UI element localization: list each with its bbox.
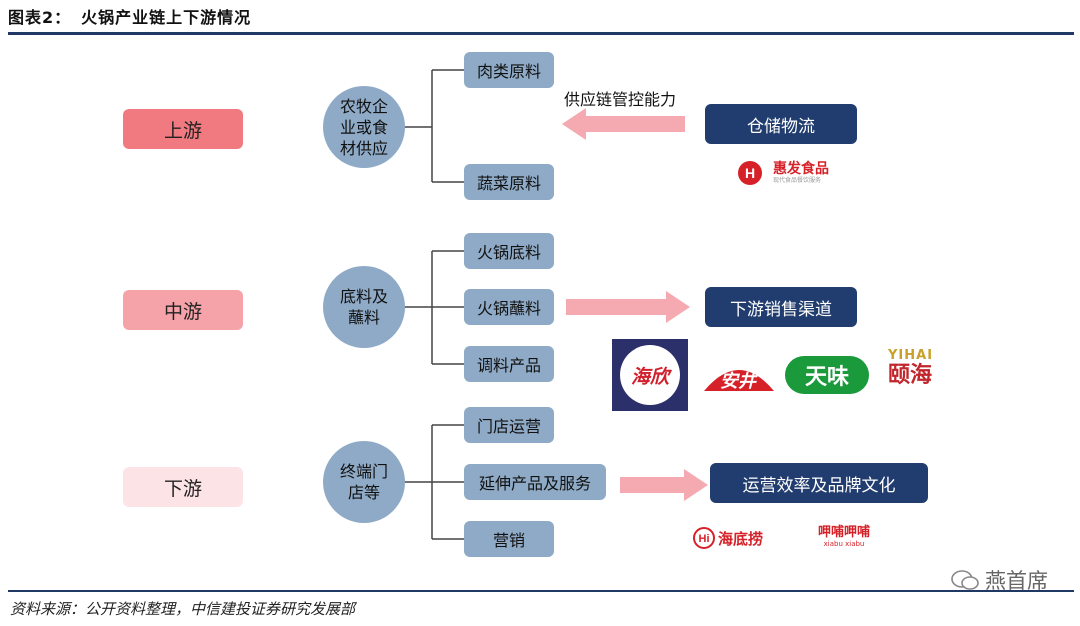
- node-meat: 肉类原料: [464, 52, 554, 88]
- figure-title: 图表2： 火锅产业链上下游情况: [8, 4, 251, 28]
- arrow-right-sales: [566, 291, 690, 323]
- node-seasoning: 调料产品: [464, 346, 554, 382]
- figure-number: 图表2：: [8, 8, 72, 27]
- node-vegetable: 蔬菜原料: [464, 164, 554, 200]
- haidilao-mark-icon: Hi: [693, 527, 715, 549]
- node-extended-services: 延伸产品及服务: [464, 464, 606, 500]
- logo-huifa: H 惠发食品 现代食品餐饮服务: [737, 160, 829, 186]
- box-ops-brand: 运营效率及品牌文化: [710, 463, 928, 503]
- stage-midstream: 中游: [123, 290, 243, 330]
- group-circle-agri-supply: 农牧企业或食材供应: [323, 86, 405, 168]
- logo-anjing: 安井: [702, 355, 776, 395]
- huifa-mark-icon: H: [738, 161, 762, 185]
- logo-xiabu: 呷哺呷哺 xiabu xiabu: [818, 525, 871, 549]
- supply-chain-label: 供应链管控能力: [564, 90, 677, 109]
- box-sales-channels: 下游销售渠道: [705, 287, 857, 327]
- node-marketing: 营销: [464, 521, 554, 557]
- logo-haidilao: Hi 海底捞: [693, 527, 763, 549]
- svg-text:Hi: Hi: [699, 533, 710, 545]
- wechat-icon: [951, 570, 979, 590]
- svg-text:H: H: [745, 165, 755, 181]
- node-hotpot-dip: 火锅蘸料: [464, 289, 554, 325]
- arrow-right-ops: [620, 469, 708, 501]
- node-store-ops: 门店运营: [464, 407, 554, 443]
- group-circle-terminal-stores: 终端门店等: [323, 441, 405, 523]
- logo-haixin: 海欣: [612, 339, 688, 411]
- box-warehousing: 仓储物流: [705, 104, 857, 144]
- source-note: 资料来源：公开资料整理，中信建投证券研究发展部: [10, 600, 356, 618]
- group-circle-base-dip: 底料及蘸料: [323, 266, 405, 348]
- top-rule: [8, 32, 1074, 35]
- stage-downstream: 下游: [123, 467, 243, 507]
- arrow-left-supply: [562, 108, 685, 140]
- watermark: 燕首席: [951, 565, 1048, 595]
- node-hotpot-base: 火锅底料: [464, 233, 554, 269]
- logo-tianwei: 天味: [785, 356, 869, 394]
- stage-upstream: 上游: [123, 109, 243, 149]
- logo-yihai: YIHAI 颐海: [888, 348, 934, 388]
- bottom-rule: [8, 590, 1074, 592]
- figure-title-text: 火锅产业链上下游情况: [81, 8, 252, 27]
- anjing-fan-icon: [704, 370, 774, 391]
